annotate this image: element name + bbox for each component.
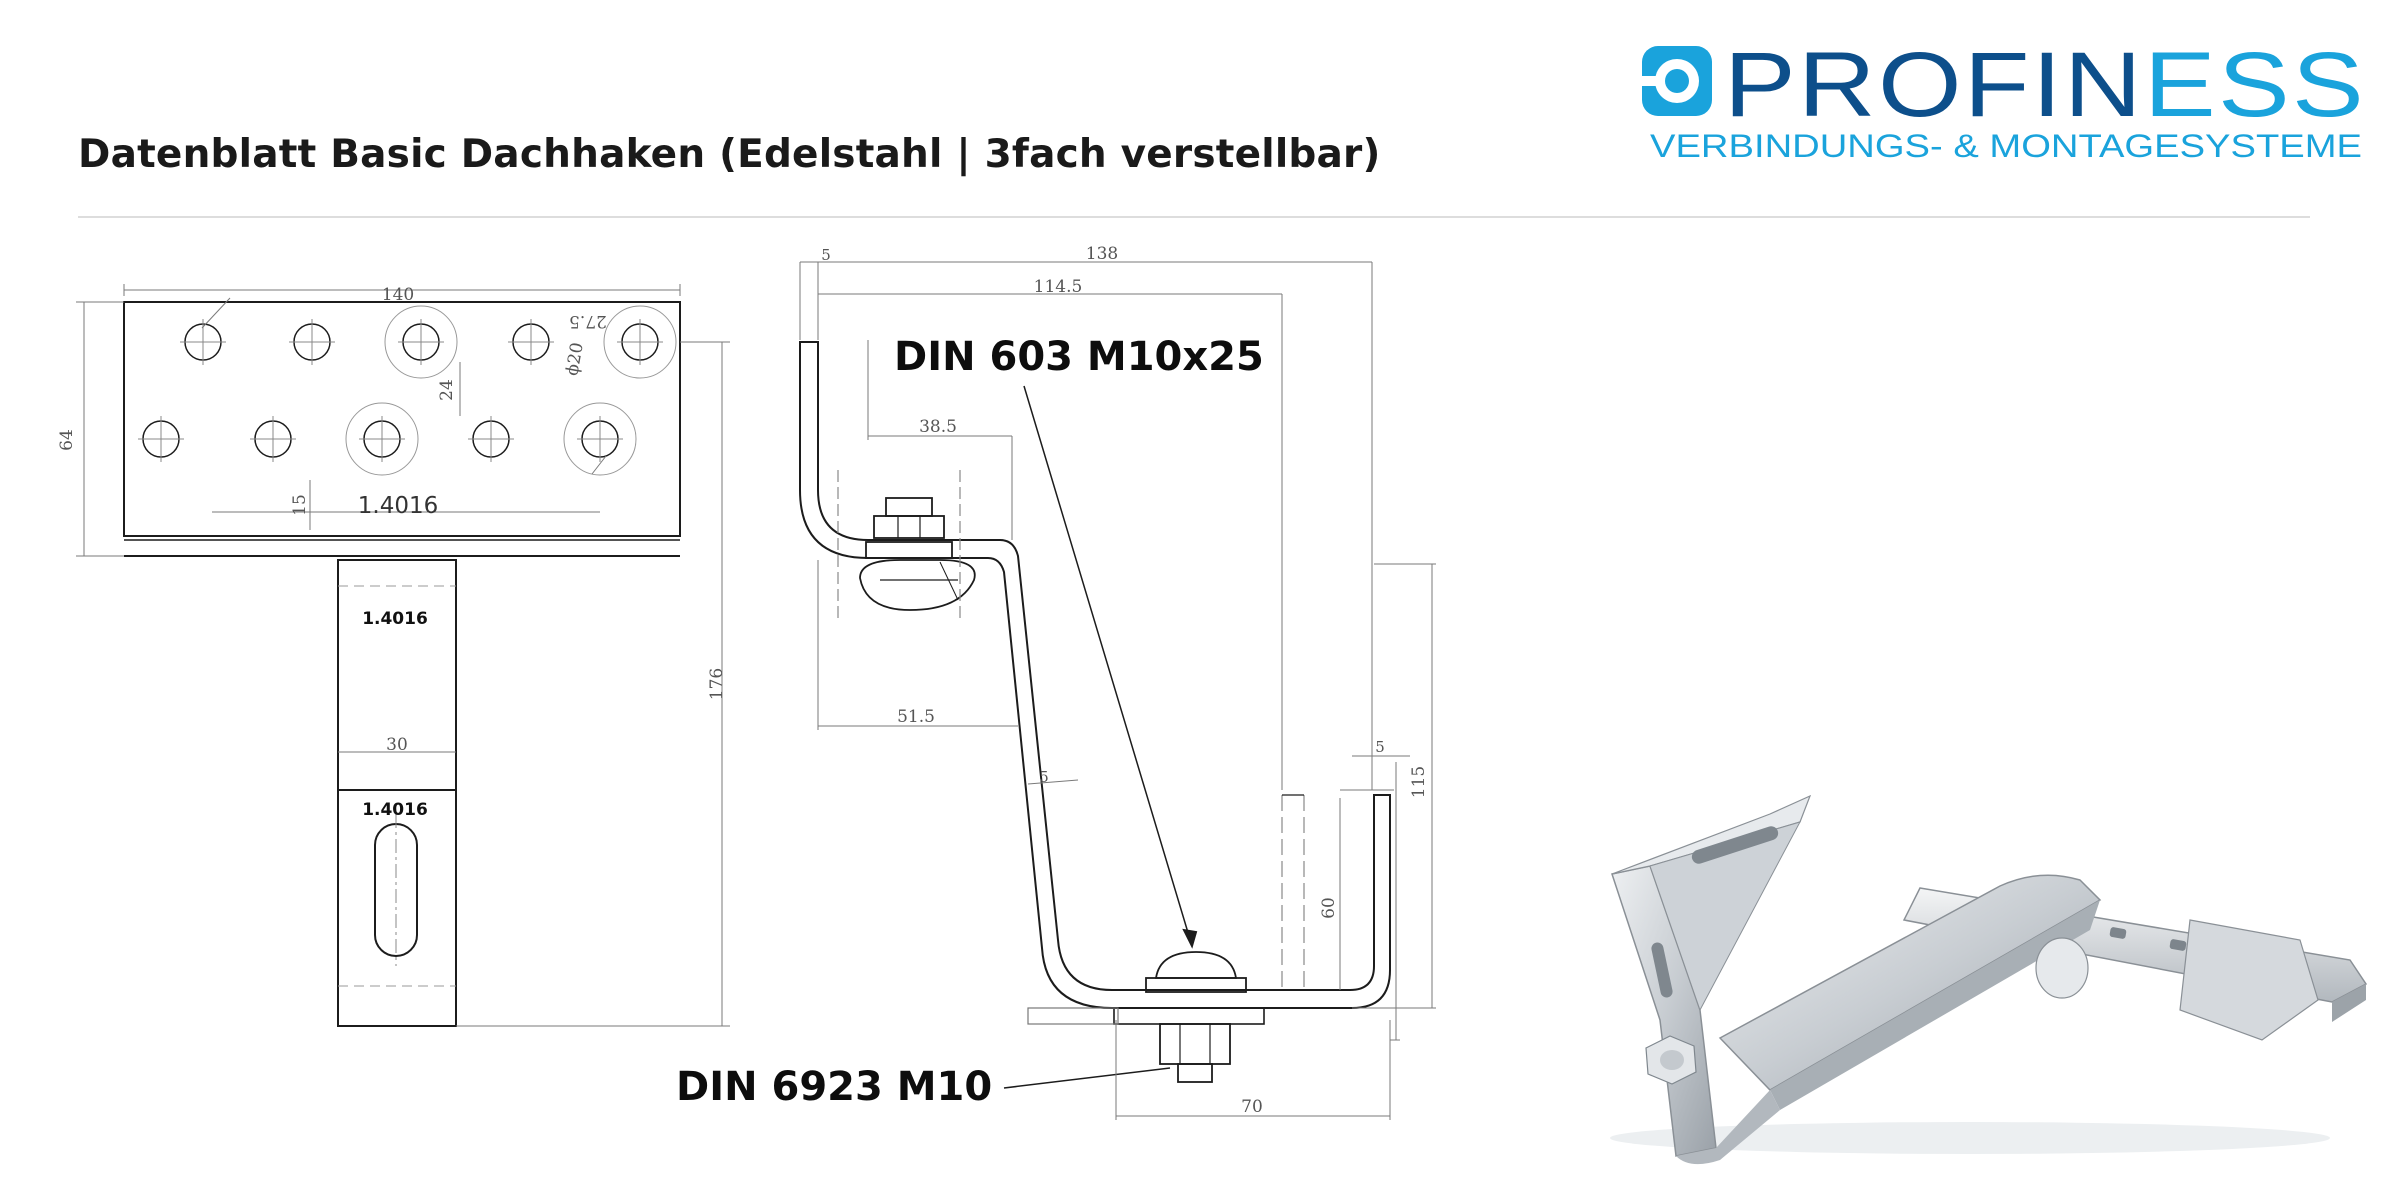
dim-total-height: 176: [707, 668, 727, 700]
dim-tip-thickness: 5: [1375, 738, 1385, 756]
material-arm-upper: 1.4016: [362, 609, 428, 629]
base-plate: [123, 301, 681, 537]
dim-edge-offset: 15: [290, 494, 310, 516]
top-screw-head: [859, 559, 976, 611]
front-view: [76, 284, 730, 1027]
material-plate: 1.4016: [358, 493, 438, 519]
dim-base-width: 70: [1241, 1097, 1263, 1117]
dim-flange: 5: [821, 246, 831, 264]
top-nut: [885, 497, 933, 517]
material-arm-lower: 1.4016: [362, 800, 428, 820]
dim-thickness: 5: [1039, 768, 1049, 786]
callout-nut: DIN 6923 M10: [676, 1064, 992, 1110]
leader-nut: [1003, 1067, 1171, 1089]
dim-bend-offset: 51.5: [897, 707, 935, 727]
dim-tip-height: 115: [1409, 766, 1429, 798]
page-title: Datenblatt Basic Dachhaken (Edelstahl | …: [78, 132, 1381, 177]
dim-arm-width: 30: [386, 735, 408, 755]
dim-hole-diameter: ϕ20: [562, 341, 587, 377]
dim-plate-width: 140: [382, 285, 414, 305]
callout-screw: DIN 603 M10x25: [894, 334, 1264, 380]
dim-screw-offset: 38.5: [919, 417, 957, 437]
dim-row-spacing: 24: [437, 379, 457, 401]
side-view: [799, 341, 1391, 1089]
dim-slot-height: 60: [1319, 897, 1339, 919]
dim-total-length: 138: [1086, 244, 1118, 264]
hook-profile: [799, 341, 1391, 1009]
profiness-ring-icon: [1642, 46, 1712, 116]
logo-tagline: VERBINDUNGS- & MONTAGESYSTEME: [1650, 128, 2362, 164]
product-photo: [1610, 794, 2368, 1165]
bottom-nut: [1159, 1023, 1231, 1065]
logo-brand-light: ESS: [2144, 36, 2366, 136]
leader-screw: [1023, 385, 1193, 947]
logo-brand-dark: PROFIN: [1724, 36, 2144, 136]
vertical-arm: [337, 559, 457, 1027]
dim-plate-height: 64: [57, 429, 77, 451]
header-divider: [78, 216, 2310, 218]
dim-hole-spacing: 27.5: [569, 311, 607, 331]
dim-inner-length: 114.5: [1034, 277, 1083, 297]
bottom-screw-head: [1154, 951, 1238, 979]
